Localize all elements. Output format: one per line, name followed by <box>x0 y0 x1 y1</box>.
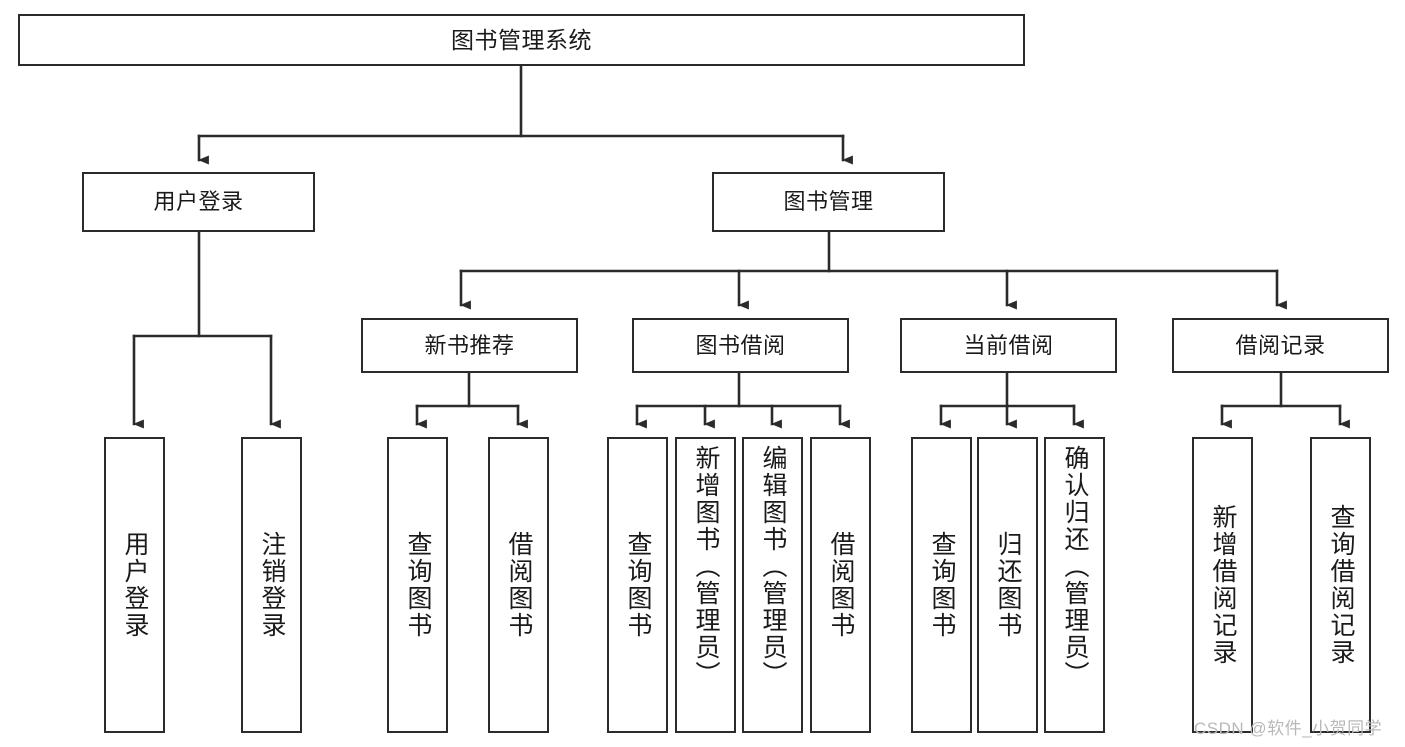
node-leaf-user-login-label: 用户登录 <box>121 531 149 639</box>
node-leaf-return-book-label: 归还图书 <box>994 531 1022 639</box>
node-new-book-recommend-label: 新书推荐 <box>424 332 515 358</box>
node-leaf-edit-book-label: 编辑图书（管理员） <box>759 445 787 688</box>
node-leaf-confirm-return[interactable]: 确认归还（管理员） <box>1044 437 1105 733</box>
node-leaf-query-book-3[interactable]: 查询图书 <box>911 437 972 733</box>
node-user-login[interactable]: 用户登录 <box>82 172 315 232</box>
node-leaf-query-borrow-record-label: 查询借阅记录 <box>1327 504 1355 666</box>
node-leaf-add-book[interactable]: 新增图书（管理员） <box>675 437 736 733</box>
node-leaf-add-borrow-record[interactable]: 新增借阅记录 <box>1192 437 1253 733</box>
node-leaf-query-book-2[interactable]: 查询图书 <box>607 437 668 733</box>
node-root-label: 图书管理系统 <box>451 26 592 53</box>
node-leaf-borrow-book-2-label: 借阅图书 <box>827 531 855 639</box>
node-root[interactable]: 图书管理系统 <box>18 14 1025 66</box>
node-leaf-logout-login[interactable]: 注销登录 <box>241 437 302 733</box>
node-leaf-user-login[interactable]: 用户登录 <box>104 437 165 733</box>
node-leaf-confirm-return-label: 确认归还（管理员） <box>1061 445 1089 688</box>
node-current-borrow[interactable]: 当前借阅 <box>900 318 1117 373</box>
node-leaf-borrow-book-2[interactable]: 借阅图书 <box>810 437 871 733</box>
node-leaf-query-borrow-record[interactable]: 查询借阅记录 <box>1310 437 1371 733</box>
csdn-watermark: CSDN @软件_小贺同学 <box>1194 719 1383 738</box>
node-book-management-label: 图书管理 <box>783 189 874 215</box>
node-leaf-add-book-label: 新增图书（管理员） <box>692 445 720 688</box>
node-borrow-record[interactable]: 借阅记录 <box>1172 318 1389 373</box>
node-user-login-label: 用户登录 <box>153 189 244 215</box>
node-leaf-query-book-3-label: 查询图书 <box>928 531 956 639</box>
node-leaf-return-book[interactable]: 归还图书 <box>977 437 1038 733</box>
node-new-book-recommend[interactable]: 新书推荐 <box>361 318 578 373</box>
node-leaf-query-book-1[interactable]: 查询图书 <box>387 437 448 733</box>
node-borrow-record-label: 借阅记录 <box>1235 332 1326 358</box>
node-current-borrow-label: 当前借阅 <box>963 332 1054 358</box>
node-leaf-edit-book[interactable]: 编辑图书（管理员） <box>742 437 803 733</box>
node-leaf-borrow-book-1[interactable]: 借阅图书 <box>488 437 549 733</box>
node-leaf-add-borrow-record-label: 新增借阅记录 <box>1209 504 1237 666</box>
node-book-borrow-label: 图书借阅 <box>695 332 786 358</box>
node-leaf-query-book-1-label: 查询图书 <box>404 531 432 639</box>
node-leaf-query-book-2-label: 查询图书 <box>624 531 652 639</box>
node-leaf-logout-login-label: 注销登录 <box>258 531 286 639</box>
node-book-management[interactable]: 图书管理 <box>712 172 945 232</box>
node-leaf-borrow-book-1-label: 借阅图书 <box>505 531 533 639</box>
node-book-borrow[interactable]: 图书借阅 <box>632 318 849 373</box>
